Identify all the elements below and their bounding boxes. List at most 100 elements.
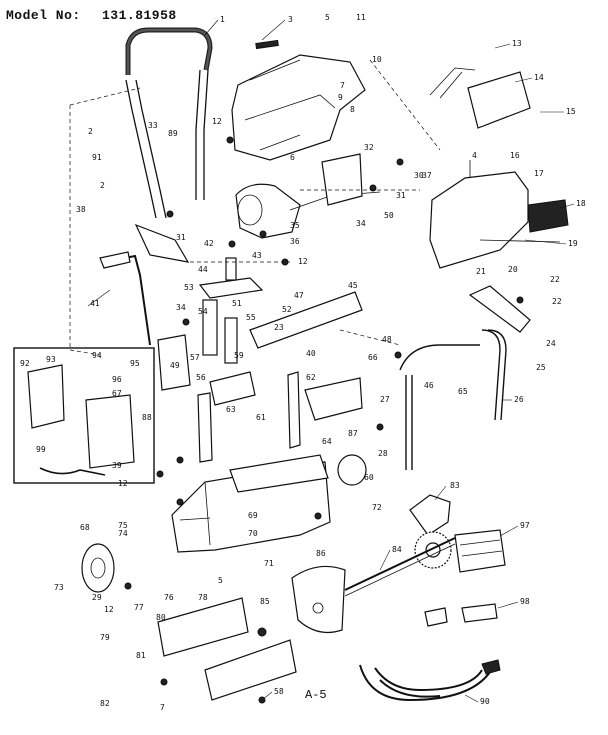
callout-5b: 5 bbox=[218, 576, 223, 585]
part-frame-plate bbox=[249, 291, 363, 349]
callout-6: 6 bbox=[290, 153, 295, 162]
callout-91: 91 bbox=[92, 153, 102, 162]
callout-8: 8 bbox=[350, 105, 355, 114]
callout-31b: 31 bbox=[176, 233, 186, 242]
callout-64: 64 bbox=[322, 437, 332, 446]
callout-9: 9 bbox=[338, 93, 343, 102]
callout-3: 3 bbox=[288, 15, 293, 24]
callout-94: 94 bbox=[92, 351, 102, 360]
callout-93: 93 bbox=[46, 355, 56, 364]
callout-26: 26 bbox=[514, 395, 524, 404]
callout-82: 82 bbox=[100, 699, 110, 708]
inset-box bbox=[13, 347, 155, 484]
callout-4: 4 bbox=[472, 151, 477, 160]
model-number-value: 131.81958 bbox=[102, 8, 177, 23]
callout-88: 88 bbox=[142, 413, 152, 422]
callout-labels: 1 2 2 3 4 5 5 6 7 7 8 9 10 11 12 12 12 1… bbox=[20, 13, 586, 712]
part-auger-housing bbox=[171, 461, 331, 553]
callout-76: 76 bbox=[164, 593, 174, 602]
callout-22a: 22 bbox=[550, 275, 560, 284]
callout-98: 98 bbox=[520, 597, 530, 606]
callout-55: 55 bbox=[246, 313, 256, 322]
callout-79: 79 bbox=[100, 633, 110, 642]
callout-16: 16 bbox=[510, 151, 520, 160]
part-shield bbox=[291, 565, 346, 633]
callout-89: 89 bbox=[168, 129, 178, 138]
callout-24: 24 bbox=[546, 339, 556, 348]
callout-83: 83 bbox=[450, 481, 460, 490]
callout-28: 28 bbox=[378, 449, 388, 458]
callout-75: 75 bbox=[118, 521, 128, 530]
part-wheel bbox=[81, 543, 115, 593]
callout-63: 63 bbox=[226, 405, 236, 414]
callout-19: 19 bbox=[568, 239, 578, 248]
callout-37: 37 bbox=[422, 171, 432, 180]
callout-32: 32 bbox=[364, 143, 374, 152]
callout-38: 38 bbox=[76, 205, 86, 214]
callout-48: 48 bbox=[382, 335, 392, 344]
callout-12b: 12 bbox=[298, 257, 308, 266]
callout-74: 74 bbox=[118, 529, 128, 538]
callout-42: 42 bbox=[204, 239, 214, 248]
callout-34b: 34 bbox=[176, 303, 186, 312]
callout-92: 92 bbox=[20, 359, 30, 368]
callout-34a: 34 bbox=[356, 219, 366, 228]
callout-40: 40 bbox=[306, 349, 316, 358]
callout-57: 57 bbox=[190, 353, 200, 362]
part-handle bbox=[125, 27, 213, 75]
callout-49: 49 bbox=[170, 361, 180, 370]
callout-67: 67 bbox=[112, 389, 122, 398]
callout-23: 23 bbox=[274, 323, 284, 332]
callout-1: 1 bbox=[220, 15, 225, 24]
page-reference: A-5 bbox=[305, 688, 327, 702]
callout-85: 85 bbox=[260, 597, 270, 606]
callout-77: 77 bbox=[134, 603, 144, 612]
callout-81: 81 bbox=[136, 651, 146, 660]
callout-66: 66 bbox=[368, 353, 378, 362]
callout-90: 90 bbox=[480, 697, 490, 706]
callout-21: 21 bbox=[476, 267, 486, 276]
callout-5a: 5 bbox=[325, 13, 330, 22]
callout-17: 17 bbox=[534, 169, 544, 178]
callout-59: 59 bbox=[234, 351, 244, 360]
callout-41: 41 bbox=[90, 299, 100, 308]
callout-86: 86 bbox=[316, 549, 326, 558]
part-hood-top bbox=[231, 54, 366, 161]
callout-68: 68 bbox=[80, 523, 90, 532]
callout-71: 71 bbox=[264, 559, 274, 568]
callout-33: 33 bbox=[148, 121, 158, 130]
callout-60: 60 bbox=[364, 473, 374, 482]
callout-2a: 2 bbox=[88, 127, 93, 136]
callout-25: 25 bbox=[536, 363, 546, 372]
callout-14: 14 bbox=[534, 73, 544, 82]
callout-56: 56 bbox=[196, 373, 206, 382]
callout-51: 51 bbox=[232, 299, 242, 308]
callout-96: 96 bbox=[112, 375, 122, 384]
callout-62: 62 bbox=[306, 373, 316, 382]
callout-31a: 31 bbox=[396, 191, 406, 200]
callout-45: 45 bbox=[348, 281, 358, 290]
callout-73: 73 bbox=[54, 583, 64, 592]
callout-18: 18 bbox=[576, 199, 586, 208]
callout-35: 35 bbox=[290, 221, 300, 230]
callout-54: 54 bbox=[198, 307, 208, 316]
part-crank bbox=[103, 254, 151, 346]
callout-22b: 22 bbox=[552, 297, 562, 306]
callout-61: 61 bbox=[256, 413, 266, 422]
callout-7b: 7 bbox=[160, 703, 165, 712]
part-handle-tube bbox=[125, 79, 167, 219]
callout-84: 84 bbox=[392, 545, 402, 554]
callout-99: 99 bbox=[36, 445, 46, 454]
callout-2b: 2 bbox=[100, 181, 105, 190]
callout-69: 69 bbox=[248, 511, 258, 520]
callout-12a: 12 bbox=[212, 117, 222, 126]
callout-44: 44 bbox=[198, 265, 208, 274]
callout-12c: 12 bbox=[118, 479, 128, 488]
callout-80: 80 bbox=[156, 613, 166, 622]
callout-65: 65 bbox=[458, 387, 468, 396]
callout-78: 78 bbox=[198, 593, 208, 602]
callout-11: 11 bbox=[356, 13, 366, 22]
part-power-cord bbox=[359, 664, 491, 702]
